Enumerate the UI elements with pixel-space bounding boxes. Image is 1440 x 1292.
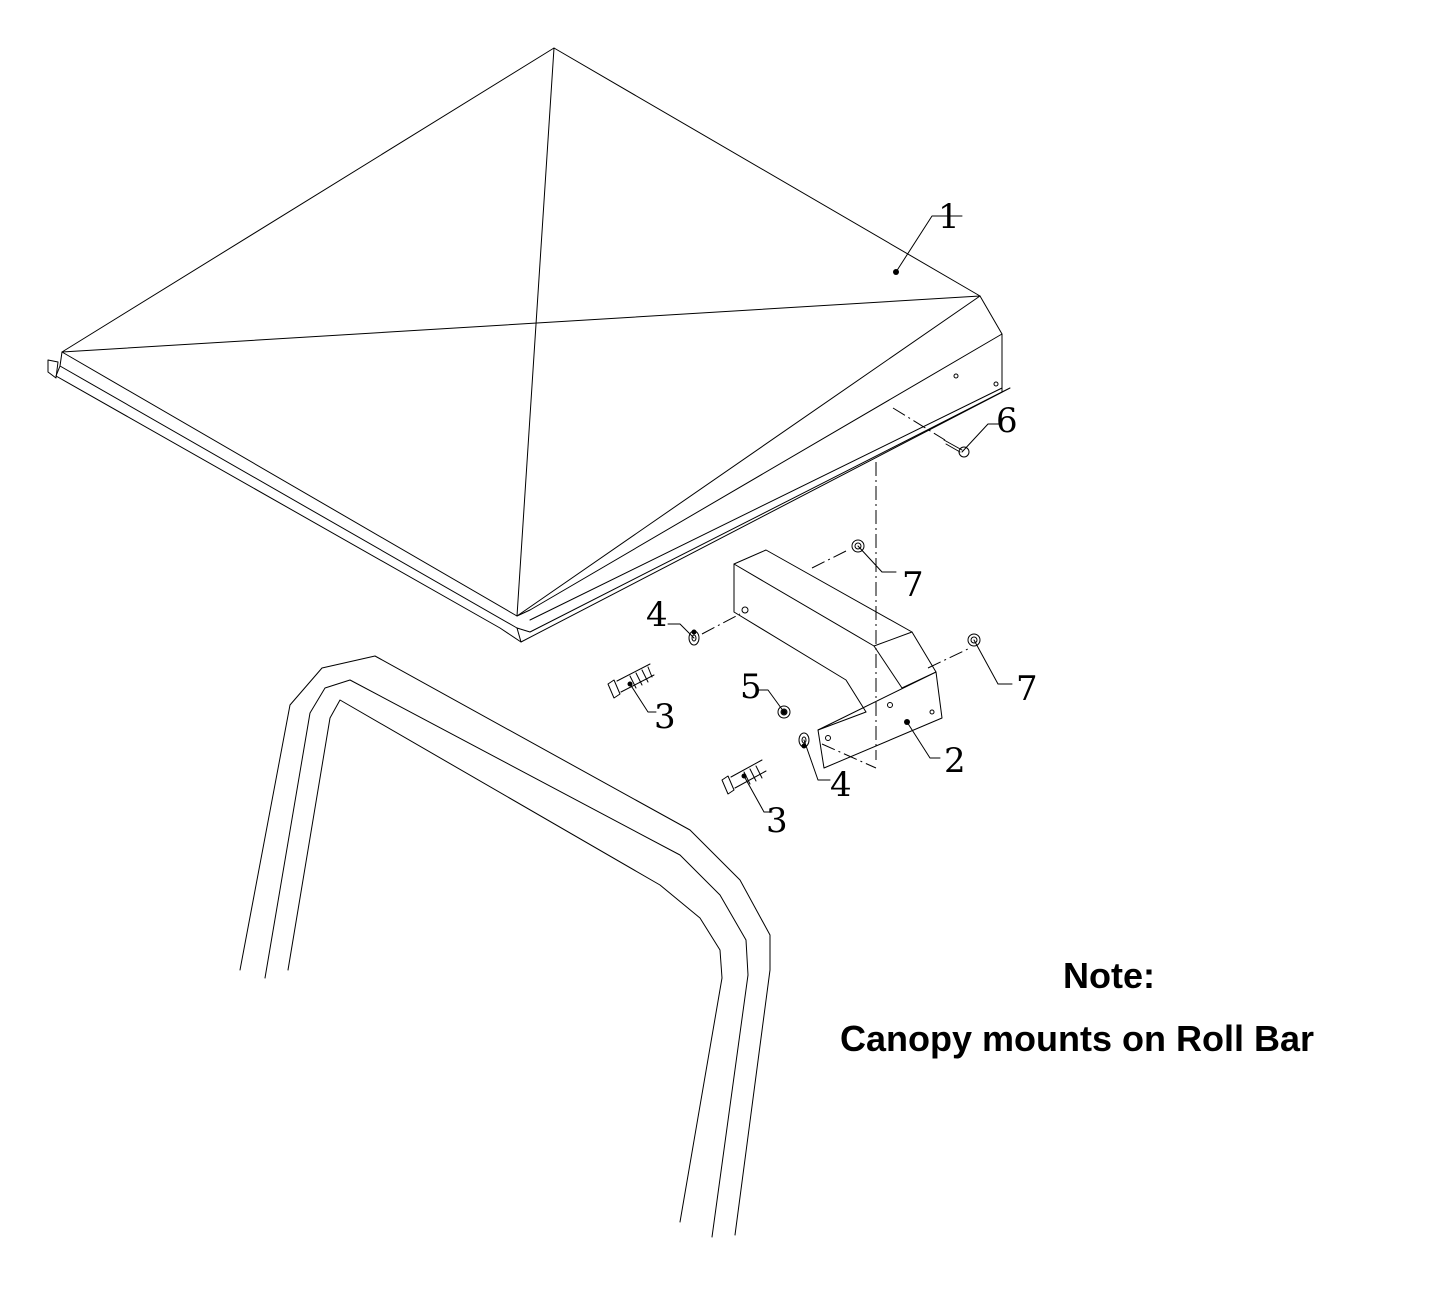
callout-bolt-lower: 3 — [766, 801, 788, 841]
bolt-part3-upper — [607, 663, 655, 699]
screw-part6 — [943, 439, 970, 458]
callout-nut-right: 7 — [1016, 669, 1038, 709]
leader-lines — [627, 215, 1013, 813]
callout-nut: 5 — [740, 667, 762, 707]
callout-washer-upper: 4 — [646, 595, 668, 635]
callout-nut-top: 7 — [902, 565, 924, 605]
callout-labels: 1 6 7 7 4 3 5 2 4 3 — [646, 197, 1038, 841]
nut-part7-right — [967, 633, 981, 647]
note-text: Canopy mounts on Roll Bar — [840, 1018, 1315, 1059]
nut-part5 — [777, 705, 791, 719]
note-title: Note: — [1063, 955, 1155, 996]
hardware — [607, 439, 981, 795]
bolt-part3-lower — [721, 759, 767, 795]
callout-bolt-upper: 3 — [654, 697, 676, 737]
canopy-top — [47, 47, 1011, 643]
nut-part7-top — [851, 539, 865, 553]
callout-canopy: 1 — [938, 197, 960, 237]
roll-bar — [239, 655, 771, 1238]
callout-washer-lower: 4 — [830, 765, 852, 805]
assembly-centerlines — [701, 407, 971, 769]
callout-screw: 6 — [996, 401, 1018, 441]
callout-bracket: 2 — [944, 741, 966, 781]
